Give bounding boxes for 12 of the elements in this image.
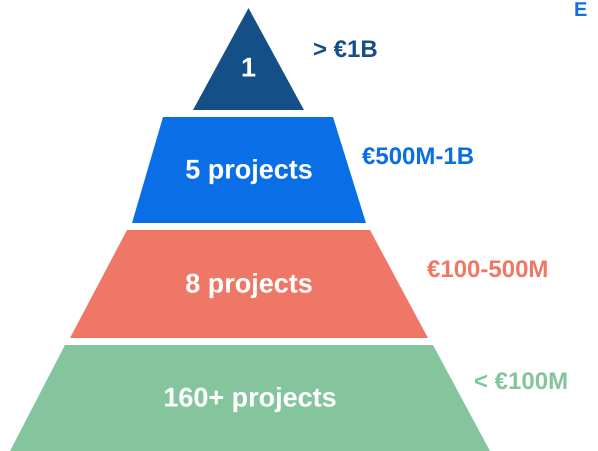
value-range-label: < €100M xyxy=(474,368,568,396)
value-range-label: €100-500M xyxy=(427,256,548,284)
pyramid-tier xyxy=(70,230,428,338)
heading-text: E xyxy=(574,0,588,20)
tier-label: 5 projects xyxy=(185,154,313,186)
tier-label: 160+ projects xyxy=(163,382,337,414)
value-range-label: €500M-1B xyxy=(362,143,474,171)
pyramid-tier xyxy=(10,345,490,451)
tier-label: 8 projects xyxy=(185,268,313,300)
value-range-label: > €1B xyxy=(313,36,378,64)
pyramid-tier xyxy=(193,8,304,110)
tier-label: 1 xyxy=(240,52,256,84)
